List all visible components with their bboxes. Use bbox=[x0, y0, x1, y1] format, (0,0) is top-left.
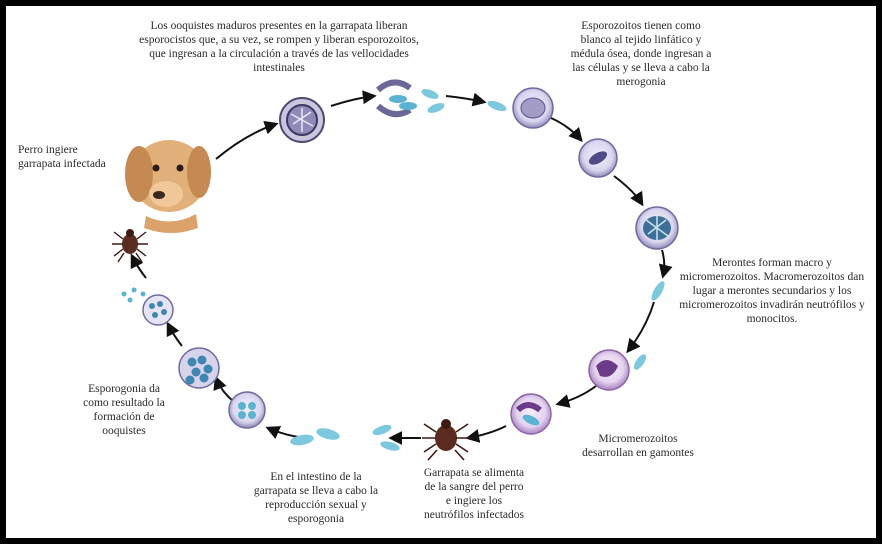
arrow-dog-to-oocyst bbox=[216, 124, 276, 159]
label-sporogony-result: Esporogonia da como resultado la formaci… bbox=[64, 382, 184, 438]
arrow-to-tick bbox=[468, 426, 506, 438]
arrow-to-gamont-2 bbox=[558, 386, 596, 404]
gamont-cell-icon bbox=[511, 394, 551, 434]
arrow-to-mature-oocyst bbox=[168, 324, 182, 346]
small-tick-icon bbox=[112, 229, 148, 262]
sporozoite-cell-icon bbox=[486, 88, 553, 128]
label-dog-ingests: Perro ingiere garrapata infectada bbox=[18, 143, 128, 171]
label-oocysts-release: Los ooquistes maduros presentes en la ga… bbox=[114, 19, 444, 75]
dog-head-illustration bbox=[125, 140, 211, 233]
arrow-to-infected-cell bbox=[551, 118, 581, 140]
ruptured-sporocyst-icon bbox=[378, 82, 446, 114]
label-meronts-form: Merontes forman macro y micromerozoitos.… bbox=[668, 256, 876, 326]
merozoite-icon bbox=[649, 279, 667, 302]
label-micromerozoites-gamonts: Micromerozoitos desarrollan en gamontes bbox=[558, 432, 718, 460]
label-sporozoites-target: Esporozoitos tienen como blanco al tejid… bbox=[546, 19, 736, 89]
label-tick-feeds: Garrapata se alimenta de la sangre del p… bbox=[404, 466, 544, 522]
arrow-to-meront bbox=[614, 176, 642, 204]
sporulated-oocyst-icon bbox=[179, 348, 219, 388]
meront-icon bbox=[636, 207, 678, 249]
tick-icon bbox=[422, 419, 470, 460]
gametes-icon bbox=[289, 423, 400, 453]
arrow-to-tick-small bbox=[132, 256, 146, 278]
arrow-to-gamont bbox=[628, 302, 654, 351]
mature-oocyst-release-icon bbox=[122, 288, 174, 326]
arrow-meront-down bbox=[662, 250, 664, 276]
arrow-release bbox=[446, 96, 484, 102]
arrow-oocyst-to-sporocyst bbox=[331, 96, 374, 106]
infected-cell-icon bbox=[579, 139, 617, 177]
infected-neutrophil-icon bbox=[589, 350, 648, 390]
life-cycle-diagram: Perro ingiere garrapata infectada Los oo… bbox=[6, 6, 876, 538]
label-intestine-reproduction: En el intestino de la garrapata se lleva… bbox=[236, 470, 396, 526]
arrow-to-oocyst-sporulated bbox=[216, 378, 233, 401]
mature-oocyst-icon bbox=[280, 98, 324, 142]
zygote-icon bbox=[229, 392, 265, 428]
